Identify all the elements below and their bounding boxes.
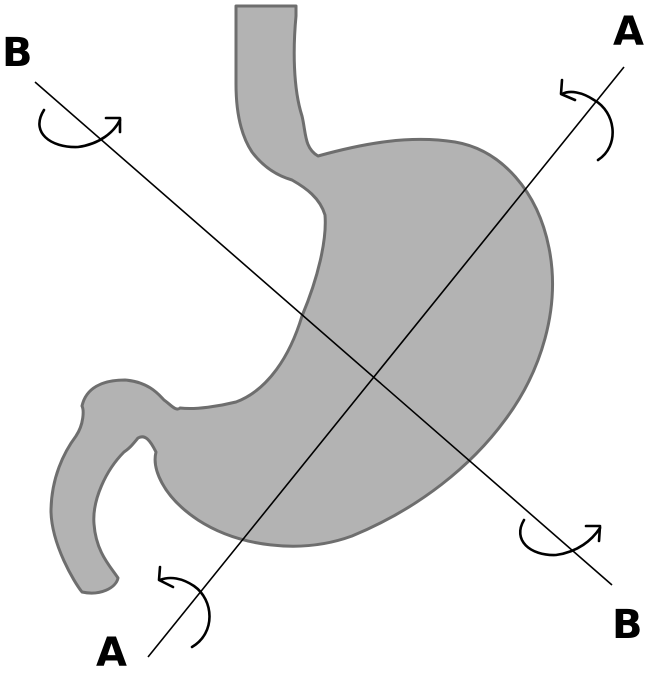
axis-label-a-top-right: A bbox=[613, 9, 644, 55]
curved-arrow-icon bbox=[518, 518, 602, 557]
curved-arrow-icon bbox=[38, 108, 122, 149]
axis-label-a-bottom-left: A bbox=[96, 630, 127, 676]
axis-b-line bbox=[34, 81, 613, 586]
axis-label-b-top-left: B bbox=[2, 30, 33, 76]
stomach-shape bbox=[49, 4, 554, 595]
axis-a-line bbox=[147, 66, 625, 658]
curved-arrow-icon bbox=[559, 78, 614, 162]
axis-label-b-bottom-right: B bbox=[612, 602, 643, 648]
curved-arrow-icon bbox=[157, 565, 211, 649]
